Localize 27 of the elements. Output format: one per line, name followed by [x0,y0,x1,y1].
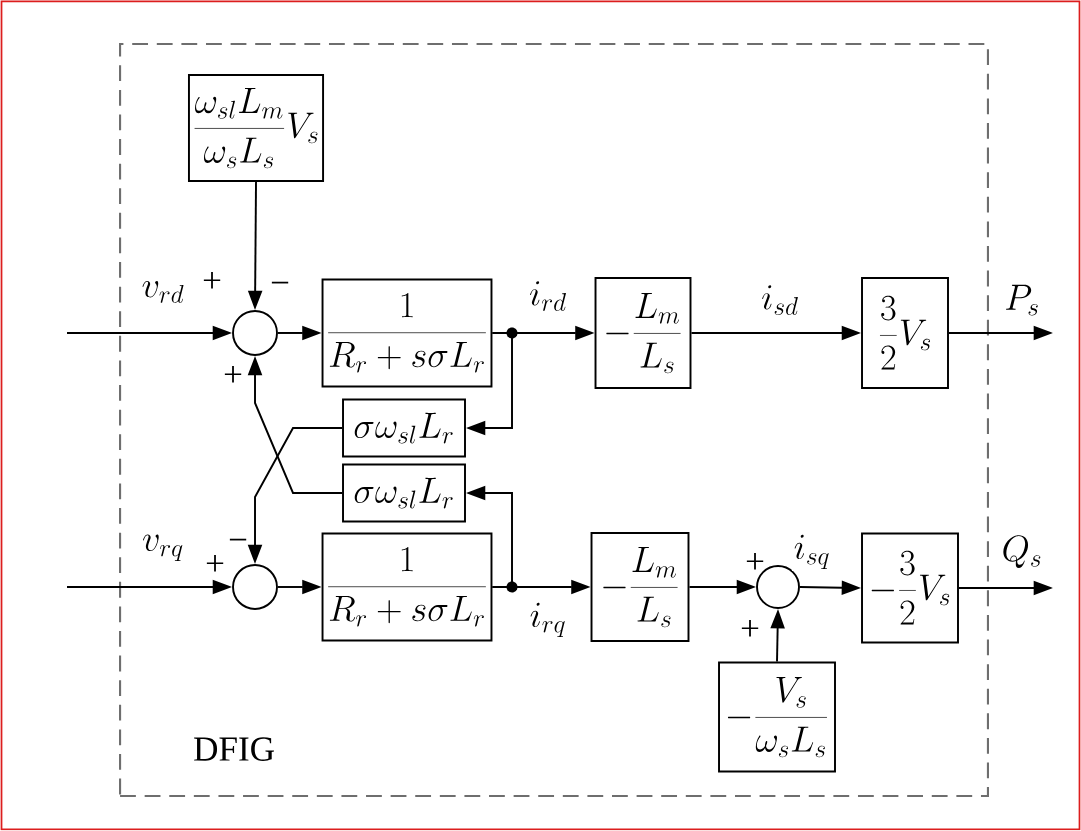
signal-label: $v_{rd}$ [142,281,184,303]
transfer-block: $-\frac{L_m}{L_s}$ [594,277,692,389]
signal-label: $i_{sd}$ [762,285,798,315]
sign-label: + [746,553,764,570]
transfer-block: $\frac{\omega_{sl}L_m}{\omega_s L_s}V_s$ [188,74,325,182]
transfer-block: $\sigma\omega_{sl}L_r$ [342,398,466,458]
signal-label: $i_{rq}$ [530,602,565,638]
transfer-block: $\frac{3}{2}V_s$ [861,277,949,389]
transfer-block: $-\frac{3}{2}V_s$ [861,532,959,644]
transfer-block: $-\frac{L_m}{L_s}$ [590,532,690,642]
transfer-block: $\frac{1}{R_r+s\sigma L_r}$ [321,278,493,388]
signal-label: $i_{sq}$ [794,534,829,570]
sign-label: − [229,538,247,541]
signal-label: $v_{rq}$ [143,534,183,561]
signal-label: $i_{rd}$ [530,281,566,311]
sign-label: + [741,620,759,637]
sign-label: + [203,272,221,289]
transfer-block: $\sigma\omega_{sl}L_r$ [342,463,466,523]
transfer-block: $-\frac{V_s}{\omega_s L_s}$ [718,661,836,773]
signal-label: $P_s$ [1005,284,1038,316]
summing-junction [232,310,278,356]
sign-label: − [271,281,289,284]
signal-label: $Q_s$ [1003,535,1041,568]
sign-label: + [224,366,242,383]
summing-junction [232,564,278,610]
transfer-block: $\frac{1}{R_r+s\sigma L_r}$ [321,532,493,642]
sign-label: + [206,555,224,572]
